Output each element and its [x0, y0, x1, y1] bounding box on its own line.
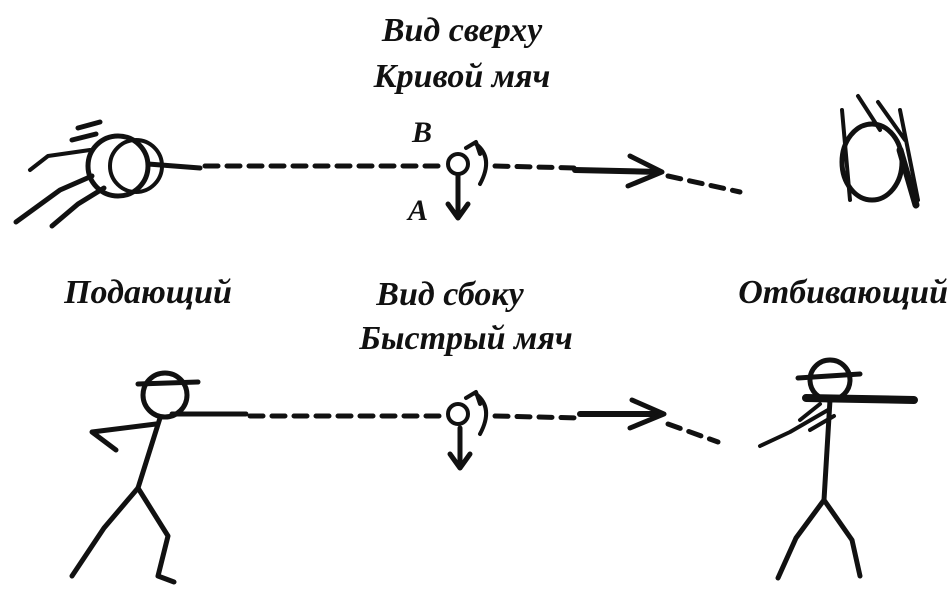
side-ball-path-after: [492, 413, 583, 421]
side-view-subtitle: Быстрый мяч: [359, 320, 573, 357]
side-ball-with-spin: [446, 390, 488, 471]
top-direction-arrow: [572, 153, 665, 189]
top-curve-continuation: [665, 173, 743, 195]
point-a-label: A: [408, 194, 429, 227]
point-b-label: B: [412, 116, 433, 149]
batter-label: Отбивающий: [738, 274, 948, 311]
pitcher-label: Подающий: [64, 274, 232, 311]
side-view-title: Вид сбоку: [376, 276, 524, 313]
side-pitcher-figure: [69, 370, 249, 585]
top-ball-path-after: [492, 163, 578, 171]
top-batter-figure: [839, 94, 920, 209]
top-ball-with-spin: [445, 140, 488, 221]
side-ball-drop-continuation: [665, 421, 721, 445]
top-pitcher-figure: [13, 119, 203, 229]
side-batter-figure: [758, 357, 918, 581]
side-direction-arrow: [577, 397, 667, 431]
top-view-subtitle: Кривой мяч: [373, 58, 551, 95]
top-view-title: Вид сверху: [381, 12, 543, 49]
